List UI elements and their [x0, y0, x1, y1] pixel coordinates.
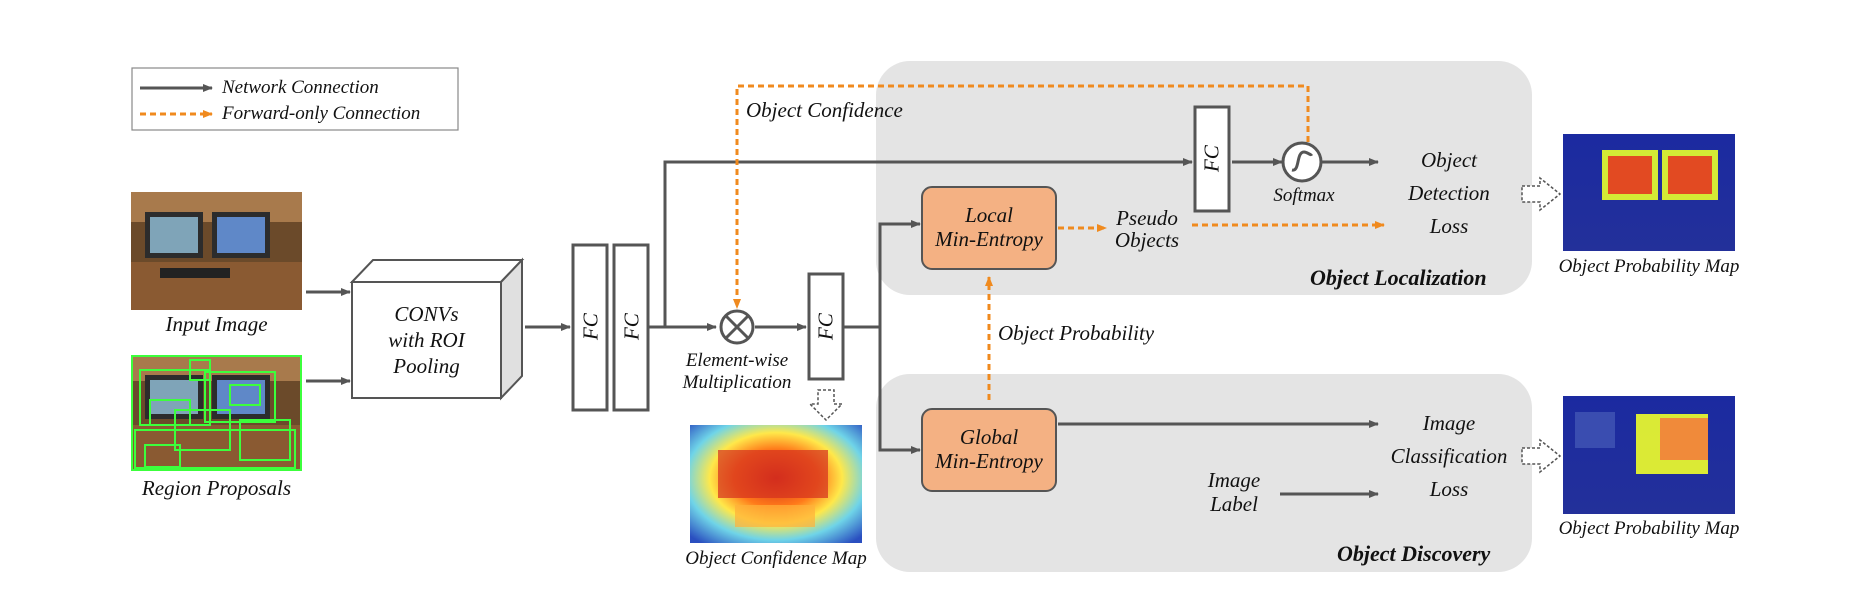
arrow-to-local	[878, 220, 921, 327]
classification-loss-line2: Classification	[1390, 444, 1508, 468]
conv-label-line3: Pooling	[393, 354, 460, 378]
legend-forward-label: Forward-only Connection	[222, 103, 421, 124]
object-probability-map-top-image	[1563, 134, 1735, 251]
local-min-entropy-box	[921, 186, 1057, 270]
object-probability-map-bottom-label: Object Probability Map	[1558, 518, 1740, 539]
pseudo-objects-line1: Pseudo	[1116, 206, 1178, 230]
image-label-line2: Label	[1210, 492, 1258, 516]
legend-network-label: Network Connection	[222, 77, 379, 98]
object-probability-map-top-label: Object Probability Map	[1558, 256, 1740, 277]
pseudo-objects-line2: Objects	[1114, 228, 1180, 252]
object-confidence-map-image	[690, 425, 862, 543]
arrow-fc2-to-fc4	[663, 158, 1193, 327]
detection-loss-line2: Detection	[1408, 181, 1490, 205]
fc-block-1	[571, 243, 609, 412]
object-probability-map-bottom-image	[1563, 396, 1735, 514]
element-wise-line1: Element-wise	[685, 350, 789, 371]
fc-label-4: FC	[1199, 145, 1224, 173]
classification-loss-line1: Image	[1422, 411, 1476, 435]
region-proposals-label: Region Proposals	[141, 476, 292, 500]
local-min-entropy-line1: Local	[965, 203, 1013, 227]
softmax-node	[1281, 141, 1323, 183]
detection-loss-line3: Loss	[1429, 214, 1469, 238]
element-wise-line2: Multiplication	[682, 372, 792, 393]
arrow-to-global	[878, 327, 921, 454]
fc-block-3	[807, 272, 845, 381]
fc-label-1: FC	[578, 313, 603, 341]
conv-label-line1: CONVs	[394, 302, 459, 326]
softmax-label: Softmax	[1273, 185, 1335, 206]
input-image-photo	[131, 192, 302, 310]
region-proposals-photo	[131, 355, 302, 471]
global-min-entropy-box	[921, 408, 1057, 492]
fc-label-3: FC	[813, 313, 838, 341]
object-confidence-label: Object Confidence	[746, 98, 903, 122]
fc-block-4	[1193, 105, 1231, 213]
hollow-arrow-top	[1521, 176, 1562, 212]
local-min-entropy-line2: Min-Entropy	[935, 227, 1043, 251]
object-discovery-title: Object Discovery	[1337, 541, 1491, 566]
fc-block-2	[612, 243, 650, 412]
conv-label-line2: with ROI	[388, 328, 465, 352]
element-wise-multiply-node	[719, 309, 755, 345]
object-localization-title: Object Localization	[1310, 265, 1487, 290]
object-confidence-map-label: Object Confidence Map	[685, 548, 867, 569]
hollow-arrow-bottom	[1521, 438, 1562, 474]
input-image-label: Input Image	[165, 312, 268, 336]
global-min-entropy-line1: Global	[959, 425, 1019, 449]
image-label-line1: Image	[1207, 468, 1261, 492]
object-probability-label: Object Probability	[998, 321, 1155, 345]
conv-block	[349, 257, 525, 401]
hollow-arrow-down	[808, 389, 844, 422]
object-confidence-feedback	[733, 84, 1310, 309]
global-min-entropy-line2: Min-Entropy	[935, 449, 1043, 473]
fc-label-2: FC	[619, 313, 644, 341]
classification-loss-line3: Loss	[1429, 477, 1469, 501]
detection-loss-line1: Object	[1421, 148, 1477, 172]
legend-box	[131, 67, 459, 131]
